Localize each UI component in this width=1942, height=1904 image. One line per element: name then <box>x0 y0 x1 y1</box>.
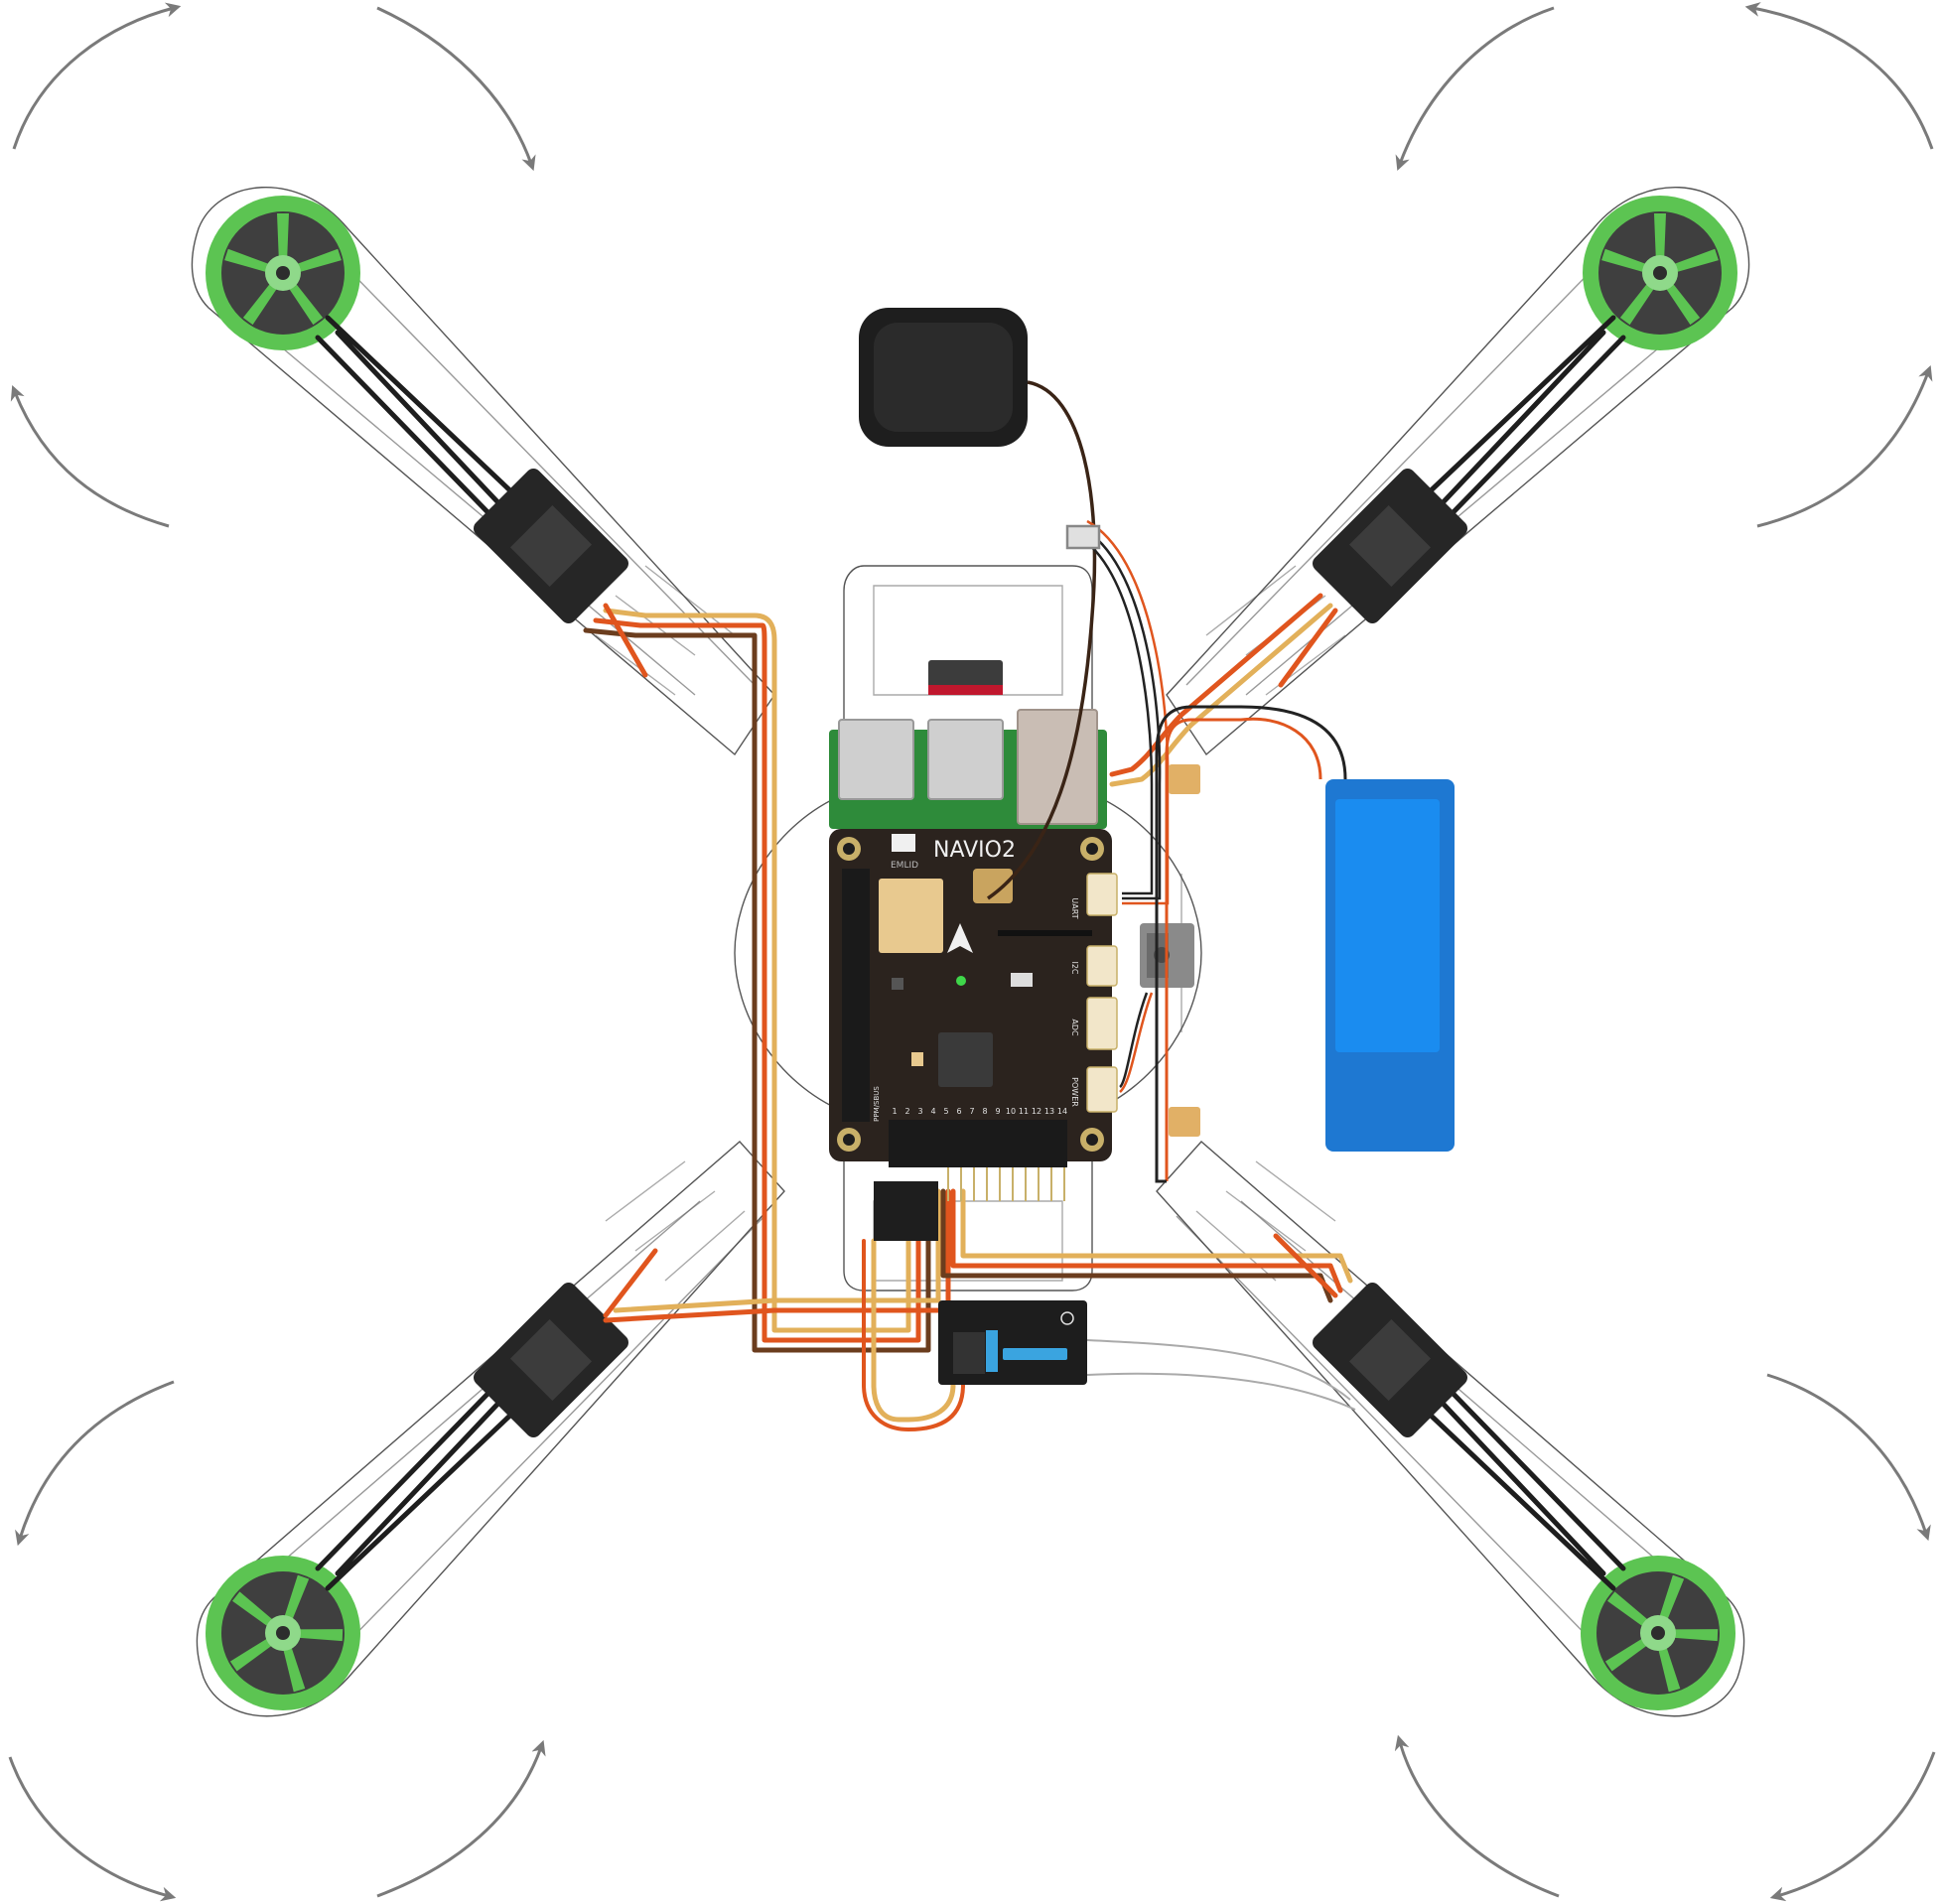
rc-receiver <box>938 1300 1356 1411</box>
xt-connector[interactable] <box>1169 1107 1200 1137</box>
processor-chip <box>938 1032 993 1087</box>
rotation-arrow-icon <box>1394 1734 1560 1898</box>
raspberry-pi-ports <box>829 660 1107 829</box>
battery-lead <box>1165 717 1322 1181</box>
arm-front-left <box>191 186 775 756</box>
emlid-logo-icon <box>892 834 915 852</box>
usb-port[interactable] <box>927 719 1004 800</box>
ethernet-port[interactable] <box>1017 709 1098 825</box>
uart-connector[interactable] <box>1086 873 1118 916</box>
rotation-arrow-icon <box>15 1380 175 1547</box>
battery <box>1155 705 1455 1183</box>
motor-wires <box>315 315 1626 1591</box>
motor-rear-left <box>206 1556 360 1710</box>
gnss-chip <box>973 869 1013 903</box>
svg-text:4: 4 <box>930 1107 935 1116</box>
port-label-adc: ADC <box>1070 1019 1079 1036</box>
escs <box>473 468 1468 1438</box>
side-connectors[interactable] <box>1086 873 1118 1113</box>
svg-text:13: 13 <box>1044 1107 1054 1116</box>
arm-rear-right <box>1156 1141 1745 1717</box>
port-label-i2c: I2C <box>1070 961 1079 974</box>
svg-text:6: 6 <box>956 1107 961 1116</box>
telemetry-plug <box>1065 524 1101 550</box>
receiver-antenna <box>1086 1372 1356 1411</box>
navio2-board: NAVIO2 EMLID UART I2C ADC POWER PPM/SBUS… <box>829 829 1118 1241</box>
motor-rear-right <box>1581 1556 1735 1710</box>
rotation-arrow-icon <box>10 385 170 528</box>
xt-connector[interactable] <box>1169 764 1200 794</box>
adc-connector[interactable] <box>1086 997 1118 1050</box>
receiver-antenna <box>1086 1339 1351 1401</box>
port-label-ppm: PPM/SBUS <box>873 1086 881 1122</box>
rotation-arrow-icon <box>376 6 536 172</box>
svg-text:1: 1 <box>892 1107 897 1116</box>
svg-text:7: 7 <box>969 1107 974 1116</box>
rotation-arrow-icon <box>1395 6 1555 172</box>
arm-rear-left <box>196 1141 785 1717</box>
board-brand: EMLID <box>891 861 918 871</box>
status-led <box>956 976 966 986</box>
usb-port[interactable] <box>838 719 914 800</box>
rotation-arrow-icon <box>1766 1373 1931 1542</box>
rotation-arrow-icon <box>1769 1751 1936 1902</box>
power-connector[interactable] <box>1086 1066 1118 1113</box>
pwm-pin-legs <box>947 1167 1065 1201</box>
gps-cable <box>987 380 1097 900</box>
svg-text:2: 2 <box>904 1107 909 1116</box>
pin-numbers: 1 2 3 4 5 6 7 8 9 10 11 12 13 14 <box>892 1107 1067 1116</box>
rotation-arrows <box>8 2 1936 1902</box>
servo-plug <box>874 1181 938 1241</box>
svg-text:10: 10 <box>1006 1107 1016 1116</box>
rotation-arrow-icon <box>1756 364 1933 528</box>
rotation-arrow-icon <box>8 1756 177 1902</box>
i2c-connector[interactable] <box>1086 945 1118 987</box>
rotation-arrow-icon <box>12 2 182 150</box>
svg-text:8: 8 <box>982 1107 987 1116</box>
arm-front-right <box>1166 186 1750 756</box>
svg-text:14: 14 <box>1057 1107 1067 1116</box>
svg-text:11: 11 <box>1019 1107 1029 1116</box>
port-label-uart: UART <box>1070 897 1079 918</box>
rotation-arrow-icon <box>1744 2 1934 150</box>
rotation-arrow-icon <box>376 1739 546 1898</box>
direction-arrow-icon <box>947 923 973 953</box>
motors <box>206 196 1737 1710</box>
motor-front-right <box>1583 196 1737 350</box>
svg-text:9: 9 <box>995 1107 1000 1116</box>
motor-front-left <box>206 196 360 350</box>
gpio-header <box>842 869 870 1122</box>
svg-text:3: 3 <box>917 1107 922 1116</box>
signal-wires <box>583 593 1353 1431</box>
imu-chip <box>879 879 943 953</box>
svg-text:12: 12 <box>1032 1107 1041 1116</box>
pwm-pin-header <box>889 1120 1067 1167</box>
port-label-power: POWER <box>1070 1077 1079 1107</box>
board-name: NAVIO2 <box>933 838 1016 863</box>
svg-text:5: 5 <box>943 1107 948 1116</box>
gps-module <box>859 308 1097 900</box>
